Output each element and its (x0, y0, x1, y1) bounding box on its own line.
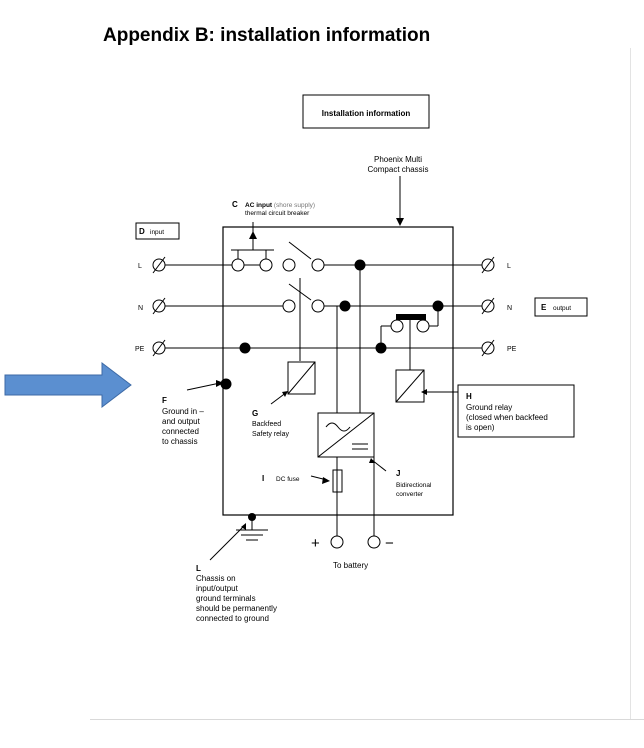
label-l-letter: L (196, 564, 201, 573)
label-i-text: DC fuse (276, 476, 300, 483)
wiring (152, 222, 495, 561)
input-box (135, 222, 180, 240)
line-label-l: L (138, 263, 142, 270)
out-label-pe: PE (507, 346, 517, 353)
battery-plus: + (311, 535, 320, 552)
blue-right-arrow-icon (4, 361, 132, 409)
label-f-letter: F (162, 396, 167, 405)
chassis-label-line1: Phoenix Multi (374, 155, 422, 164)
chassis-label-line2: Compact chassis (368, 165, 429, 174)
label-l-line1: Chassis on (196, 574, 236, 583)
chassis-pointer-arrowhead (396, 218, 404, 226)
label-g-line2: Safety relay (252, 431, 289, 438)
chassis-box (222, 226, 454, 516)
label-f-line3: connected (162, 427, 199, 436)
page-bottom-rule (90, 719, 644, 720)
label-h-line2: (closed when backfeed (466, 413, 548, 422)
label-l-line5: connected to ground (196, 614, 269, 623)
page-title: Appendix B: installation information (103, 25, 431, 46)
page-edge-rule (630, 48, 631, 720)
header-box (302, 94, 430, 129)
input-box-text: input (150, 229, 164, 236)
label-f-line2: and output (162, 417, 201, 426)
header-box-label: Installation information (322, 109, 411, 118)
battery-minus: − (385, 535, 394, 552)
battery-label: To battery (333, 561, 368, 570)
input-box-letter: D (139, 227, 145, 236)
label-l-line2: input/output (196, 584, 239, 593)
label-f-line1: Ground in – (162, 407, 204, 416)
label-c-letter: C (232, 200, 238, 209)
line-label-pe: PE (135, 346, 145, 353)
label-l-line3: ground terminals (196, 594, 256, 603)
label-i-letter: I (262, 474, 264, 483)
output-box (534, 297, 588, 317)
line-label-n: N (138, 305, 143, 312)
label-g-letter: G (252, 409, 258, 418)
output-box-text: output (553, 305, 571, 312)
label-c-text: AC input (shore supply) (245, 202, 315, 209)
label-c-text-2: thermal circuit breaker (245, 210, 310, 217)
label-j-line1: Bidirectional (396, 482, 432, 489)
label-h-letter: H (466, 392, 472, 401)
out-label-n: N (507, 305, 512, 312)
label-f-line4: to chassis (162, 437, 198, 446)
label-h-line1: Ground relay (466, 403, 512, 412)
label-j-letter: J (396, 469, 400, 478)
label-l-line4: should be permanently (196, 604, 277, 613)
junction-dots (216, 231, 444, 530)
label-j-line2: converter (396, 491, 424, 498)
out-label-l: L (507, 263, 511, 270)
output-box-letter: E (541, 303, 547, 312)
label-h-line3: is open) (466, 423, 495, 432)
label-g-line1: Backfeed (252, 421, 281, 428)
ground-relay-box (457, 384, 575, 438)
